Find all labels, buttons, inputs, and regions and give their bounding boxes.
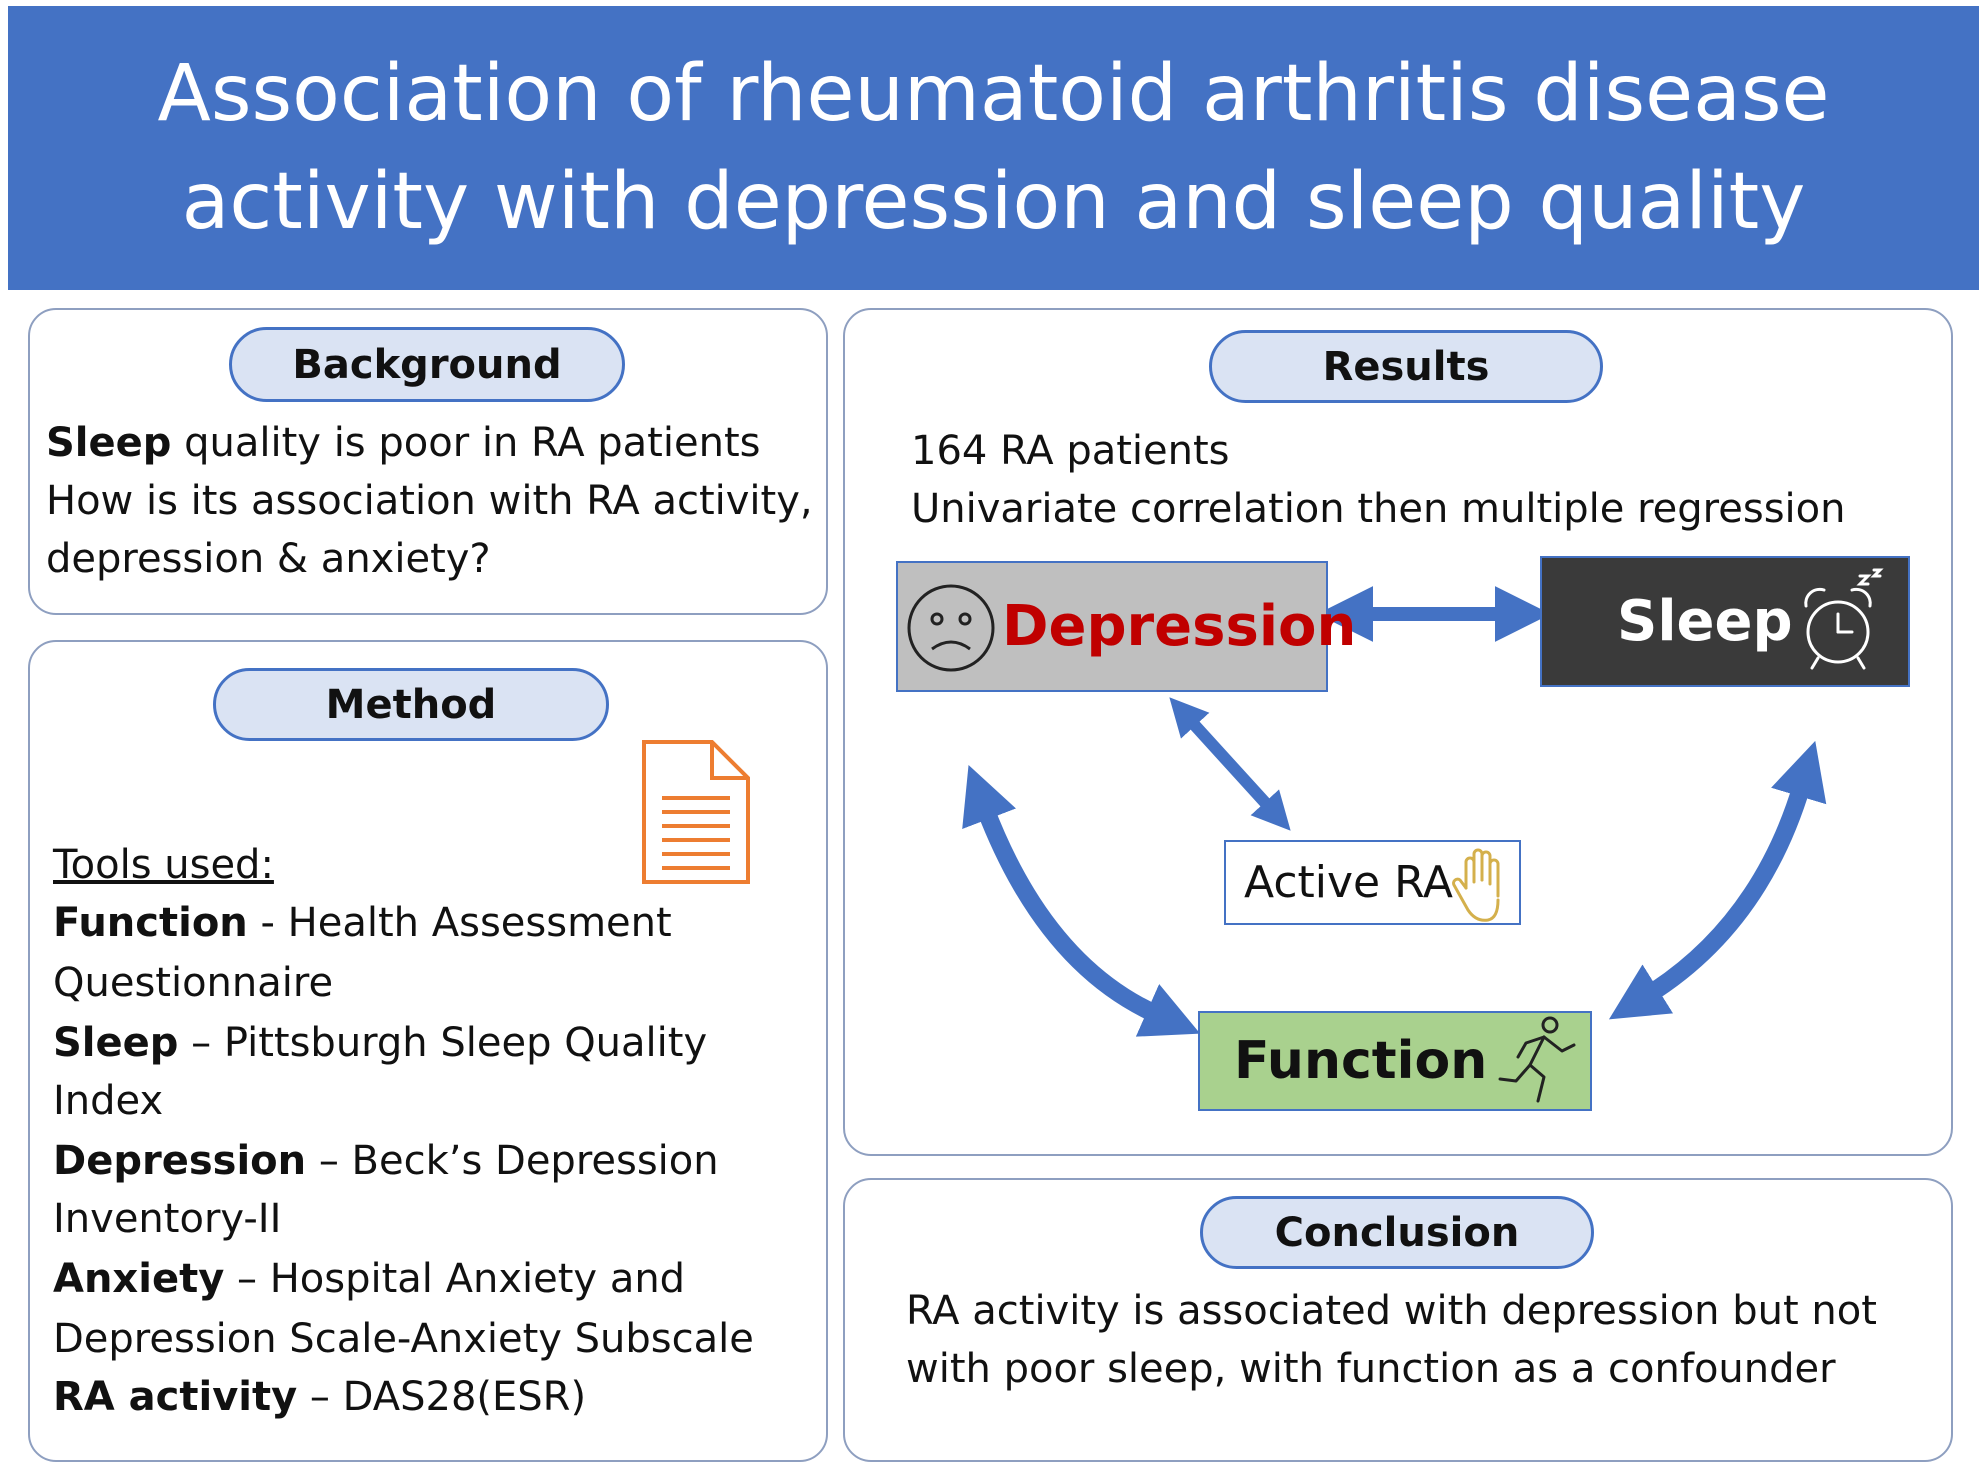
background-line-2: How is its association with RA activity, xyxy=(46,478,813,524)
tool-description: Health Assessment xyxy=(287,900,672,946)
results-line-1: 164 RA patients xyxy=(911,428,1230,474)
alarm-clock-icon xyxy=(1804,568,1884,670)
tool-function-cont: Questionnaire xyxy=(53,960,334,1006)
title-line-2: activity with depression and sleep quali… xyxy=(181,157,1806,247)
active-ra-node: Active RA xyxy=(1224,840,1521,925)
arrow-depression-function xyxy=(962,764,1201,1037)
background-sleep-bold: Sleep xyxy=(46,420,172,466)
title-banner xyxy=(8,6,1979,290)
background-line-3: depression & anxiety? xyxy=(46,536,491,582)
tools-used-label: Tools used: xyxy=(53,842,274,888)
document-icon xyxy=(642,740,750,884)
tool-separator: – xyxy=(306,1138,352,1184)
tool-description: DAS28(ESR) xyxy=(342,1374,587,1420)
arrow-depression-active-ra xyxy=(1169,697,1291,831)
method-heading: Method xyxy=(213,668,609,741)
tool-name: Depression xyxy=(53,1138,307,1184)
tool-name: Function xyxy=(53,900,248,946)
background-line-1-rest: quality is poor in RA patients xyxy=(171,420,761,466)
tool-separator: – xyxy=(178,1020,224,1066)
tool-separator: – xyxy=(297,1374,343,1420)
depression-node: Depression xyxy=(896,561,1356,692)
results-heading: Results xyxy=(1209,330,1603,403)
tool-description: Pittsburgh Sleep Quality xyxy=(223,1020,708,1066)
tool-description: Hospital Anxiety and xyxy=(269,1256,686,1302)
conclusion-line-2: with poor sleep, with function as a conf… xyxy=(906,1346,1836,1392)
conclusion-heading: Conclusion xyxy=(1200,1196,1594,1269)
tool-name: Anxiety xyxy=(53,1256,225,1302)
tool-depression: Depression – Beck’s Depression xyxy=(53,1132,719,1190)
conclusion-line-1: RA activity is associated with depressio… xyxy=(906,1288,1877,1334)
function-label: Function xyxy=(1234,1031,1488,1091)
tool-description: Beck’s Depression xyxy=(351,1138,719,1184)
tool-name: RA activity xyxy=(53,1374,298,1420)
tool-function: Function - Health Assessment xyxy=(53,894,672,952)
sleep-node: Sleep xyxy=(1540,556,1910,687)
tool-sleep-cont: Index xyxy=(53,1078,164,1124)
function-node: Function xyxy=(1198,1011,1592,1111)
running-person-icon xyxy=(1498,1016,1576,1103)
tool-sleep: Sleep – Pittsburgh Sleep Quality xyxy=(53,1014,707,1072)
tool-name: Sleep xyxy=(53,1020,179,1066)
tool-depression-cont: Inventory-II xyxy=(53,1196,282,1242)
background-line-1: Sleep quality is poor in RA patients xyxy=(46,414,760,472)
tool-anxiety: Anxiety – Hospital Anxiety and xyxy=(53,1250,685,1308)
tool-separator: - xyxy=(247,900,288,946)
arrow-sleep-function xyxy=(1608,740,1827,1020)
title: Association of rheumatoid arthritis dise… xyxy=(8,6,1979,290)
hand-icon xyxy=(1452,848,1500,922)
tool-ra-activity: RA activity – DAS28(ESR) xyxy=(53,1368,586,1426)
depression-label: Depression xyxy=(1002,594,1357,659)
background-heading: Background xyxy=(229,327,625,402)
sad-face-icon xyxy=(907,584,995,672)
sleep-label: Sleep xyxy=(1617,589,1793,654)
tool-separator: – xyxy=(224,1256,270,1302)
active-ra-label: Active RA xyxy=(1244,857,1453,908)
tool-anxiety-cont: Depression Scale-Anxiety Subscale xyxy=(53,1316,754,1362)
title-line-1: Association of rheumatoid arthritis dise… xyxy=(157,49,1830,139)
results-line-2: Univariate correlation then multiple reg… xyxy=(911,486,1846,532)
